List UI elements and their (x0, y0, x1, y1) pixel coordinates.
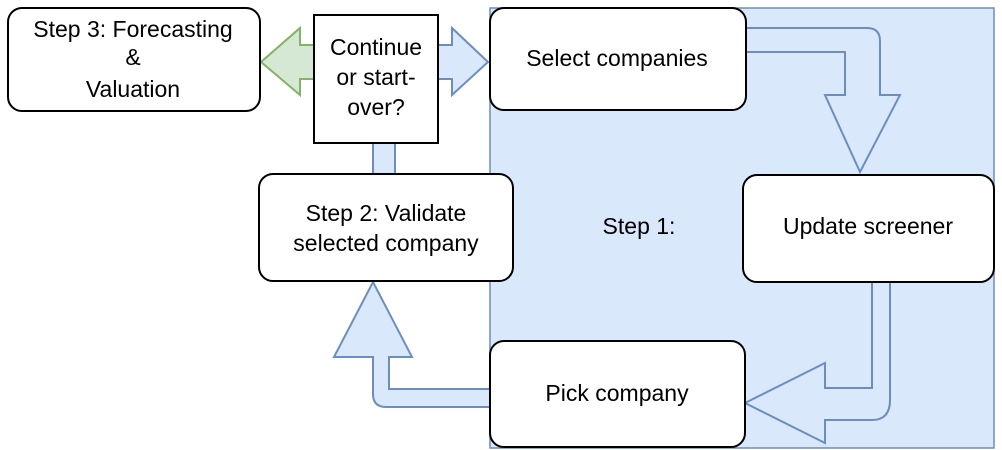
step1-region-label: Step 1: (603, 213, 676, 239)
node-decision-line-2: or start- (336, 64, 415, 90)
node-pick-label: Pick company (545, 380, 689, 406)
arrow-pick-to-step2 (332, 279, 491, 408)
node-decision-line-3: over? (347, 94, 405, 120)
node-step3-forecasting-valuation[interactable]: Step 3: Forecasting & Valuation (7, 7, 261, 112)
node-update-screener[interactable]: Update screener (742, 174, 995, 283)
arrow-select-to-update (745, 27, 902, 175)
node-select-label: Select companies (526, 45, 708, 71)
node-step2-validate[interactable]: Step 2: Validate selected company (258, 173, 514, 282)
node-step3-line-1: Step 3: Forecasting (33, 16, 232, 42)
arrow-decision-to-step3 (259, 25, 315, 98)
node-decision-continue-or-startover[interactable]: Continue or start- over? (313, 14, 439, 144)
node-step3-line-3: Valuation (86, 76, 180, 102)
node-step3-line-2: & (125, 44, 140, 70)
arrow-step2-to-decision (372, 142, 396, 175)
arrow-decision-to-select (437, 25, 490, 98)
node-step2-line-2: selected company (293, 230, 479, 256)
node-step2-line-1: Step 2: Validate (306, 200, 467, 226)
arrow-update-to-pick (742, 281, 891, 445)
node-update-label: Update screener (783, 213, 953, 239)
node-pick-company[interactable]: Pick company (489, 340, 746, 448)
node-select-companies[interactable]: Select companies (489, 7, 747, 111)
node-decision-line-1: Continue (330, 34, 422, 60)
